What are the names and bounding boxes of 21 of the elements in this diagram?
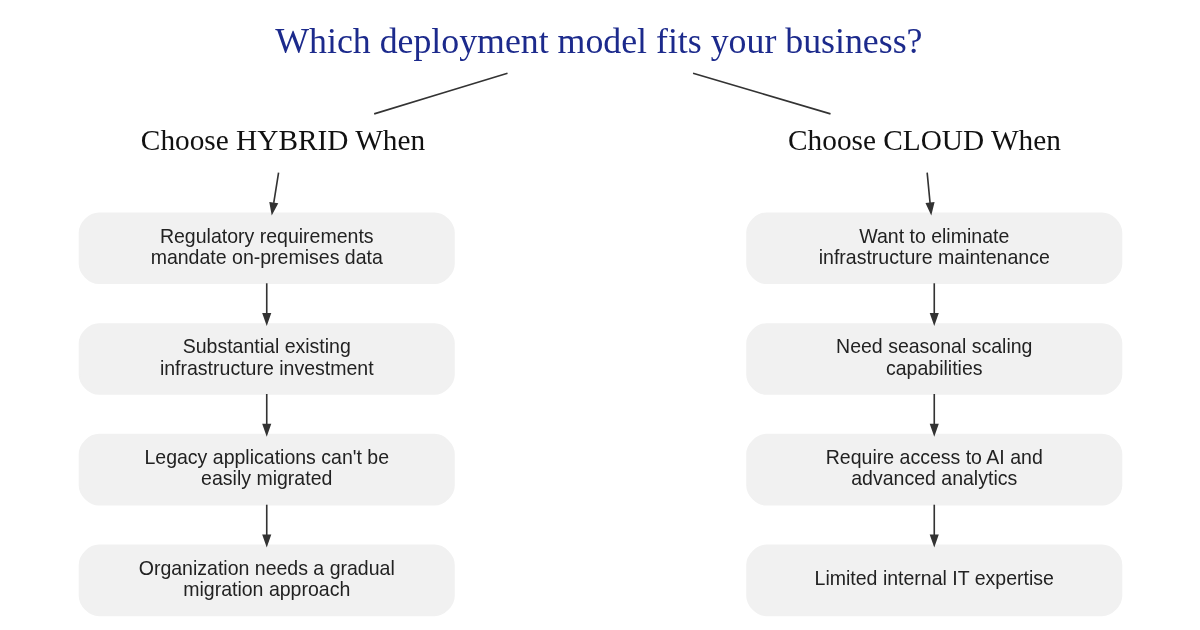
arrow	[924, 171, 935, 216]
arrow	[261, 282, 271, 327]
connector	[691, 72, 831, 115]
node-text: Choose CLOUD When	[787, 124, 1061, 157]
node-box: Require access to AI and advanced analytics	[745, 433, 1122, 506]
node-box: Need seasonal scaling capabilities	[745, 323, 1122, 395]
arrow	[929, 282, 939, 327]
node-box: Substantial existing infrastructure investment	[78, 323, 455, 395]
arrow	[929, 393, 939, 437]
connector	[372, 72, 508, 115]
node-box: Limited internal IT expertise	[745, 544, 1122, 617]
node-box: Organization needs a gradual migration approach	[78, 544, 455, 617]
node-text: Which deployment model fits your business?	[274, 21, 922, 62]
arrow	[929, 503, 939, 548]
arrow	[268, 171, 279, 216]
node-box: Regulatory requirements mandate on-premises data	[78, 212, 455, 285]
node-box: Want to eliminate infrastructure maintenance	[745, 212, 1122, 285]
node-text: Choose HYBRID When	[140, 124, 425, 157]
arrow	[261, 393, 271, 437]
arrow	[261, 503, 271, 548]
node-box: Legacy applications can't be easily migrated	[78, 433, 455, 506]
